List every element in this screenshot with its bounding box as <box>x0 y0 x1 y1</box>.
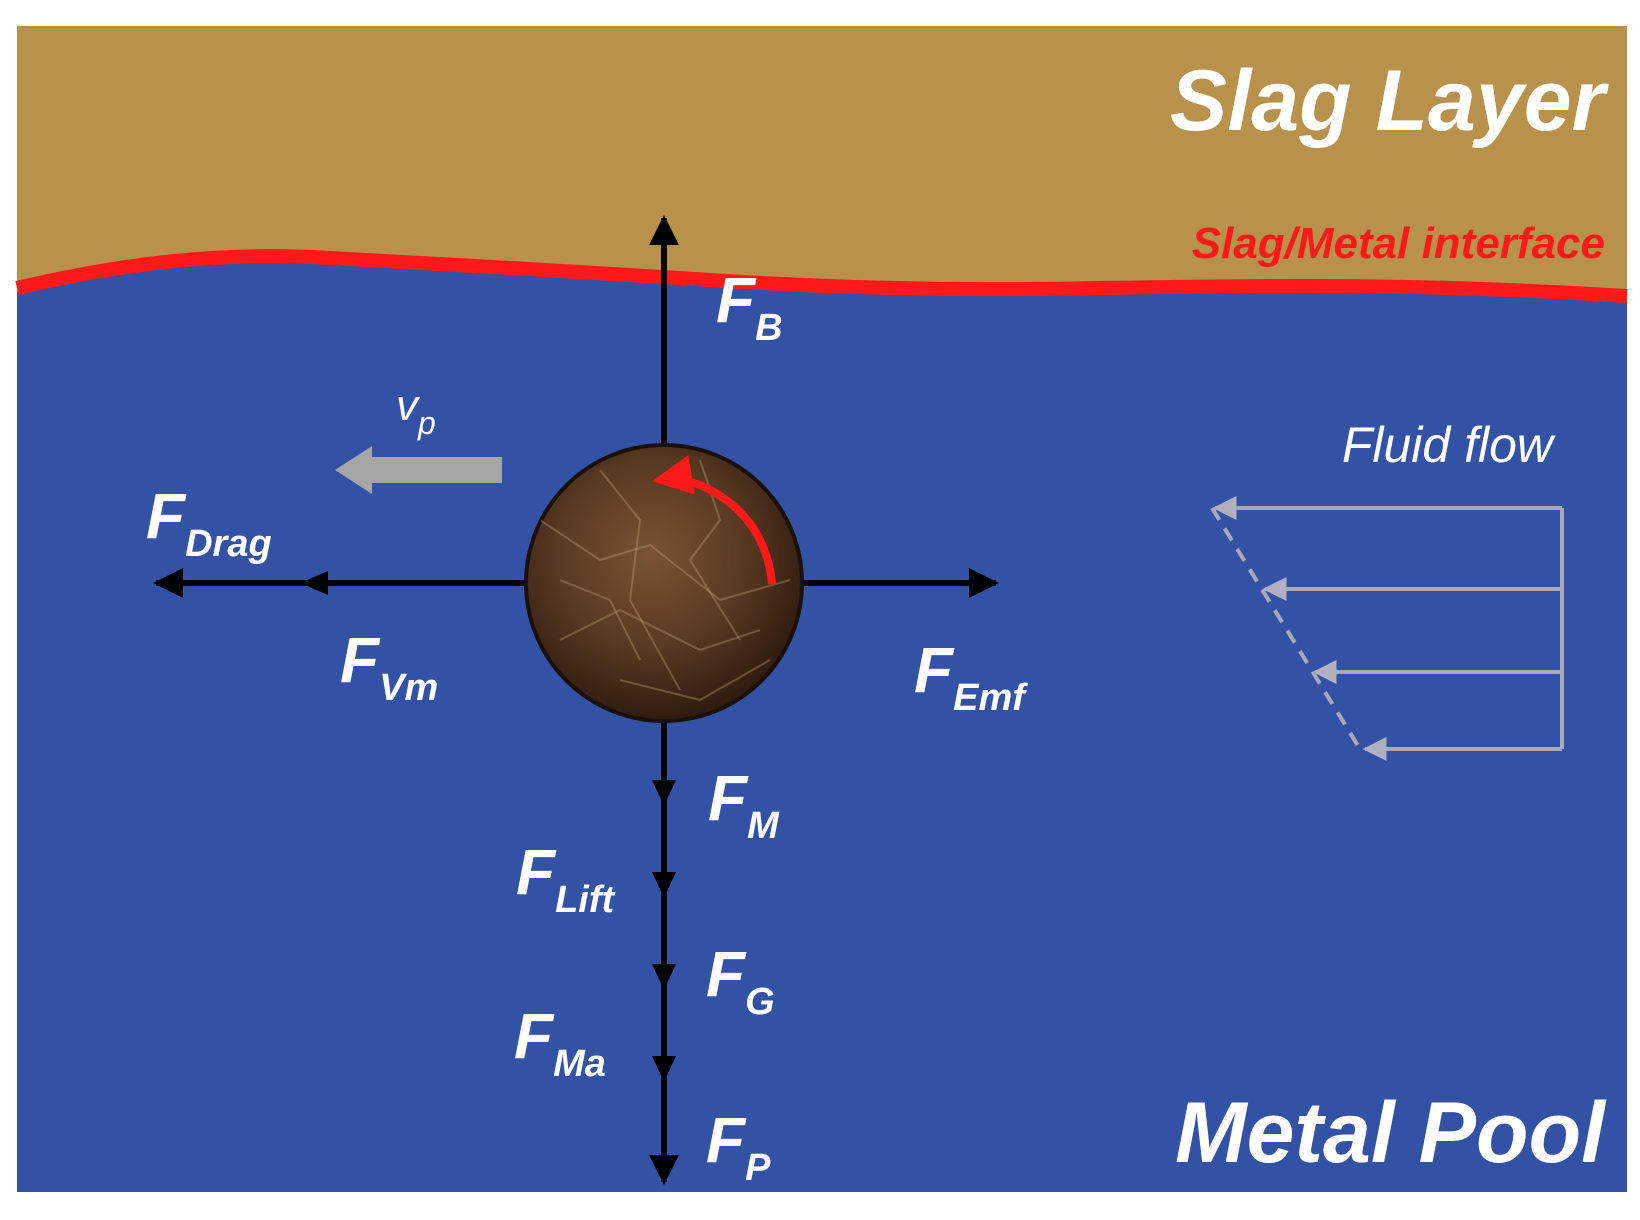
lift-label: FLift <box>516 836 616 921</box>
pressure-label: FP <box>706 1104 771 1189</box>
marangoni-label: FM <box>708 762 780 847</box>
slag-layer-label: Slag Layer <box>1170 53 1610 149</box>
lift-arrowhead <box>652 872 676 898</box>
fluid-flow-profile <box>1210 496 1564 761</box>
gravity-label: FG <box>706 938 775 1023</box>
particle-velocity-arrow <box>335 446 502 494</box>
gravity-arrowhead <box>652 964 676 990</box>
rotation-arrow <box>652 455 776 585</box>
magnus-label: FMa <box>514 1000 606 1085</box>
drag-label: FDrag <box>146 480 272 565</box>
buoyancy-label: FB <box>716 264 783 349</box>
metal-pool-region <box>17 260 1627 1192</box>
particle <box>524 443 804 723</box>
interface-label: Slag/Metal interface <box>1192 219 1605 268</box>
slag-metal-interface-line <box>15 249 1628 303</box>
fluid-flow-label: Fluid flow <box>1342 417 1556 473</box>
velocity-label: vp <box>396 381 436 441</box>
marangoni-arrowhead <box>652 780 676 806</box>
virtual-mass-label: FVm <box>340 624 438 709</box>
virtual-mass-arrowhead <box>300 571 328 595</box>
metal-pool-label: Metal Pool <box>1175 1085 1607 1181</box>
emf-label: FEmf <box>914 634 1028 719</box>
magnus-arrowhead <box>652 1056 676 1082</box>
